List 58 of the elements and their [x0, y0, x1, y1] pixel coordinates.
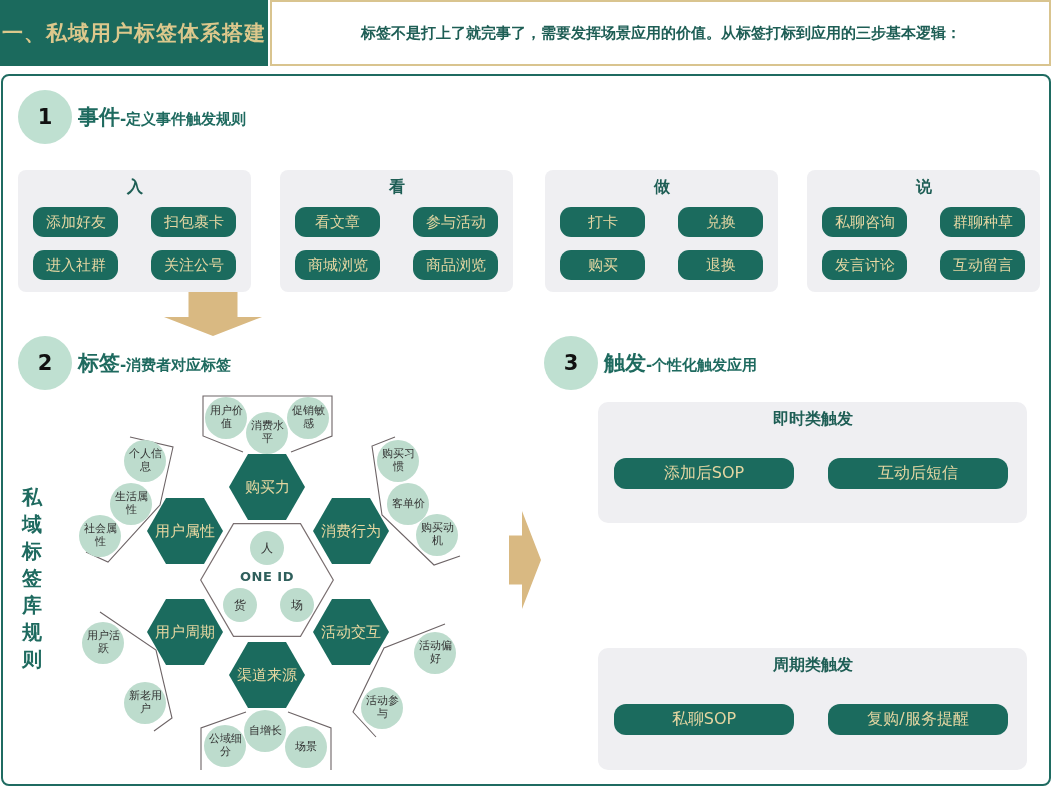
step-heading: 事件-定义事件触发规则 — [78, 104, 247, 131]
tag-circle: 用户价值 — [205, 397, 247, 439]
subtitle-box: 标签不是打上了就完事了，需要发挥场景应用的价值。从标签打标到应用的三步基本逻辑： — [270, 0, 1051, 66]
trigger-pill: 添加后SOP — [614, 458, 794, 489]
tag-circle: 活动参与 — [361, 687, 403, 729]
tag-pill: 购买 — [560, 250, 645, 280]
step-number: 1 — [18, 90, 72, 144]
tag-pill: 发言讨论 — [822, 250, 907, 280]
group-title: 做 — [653, 177, 670, 197]
tag-pill: 商品浏览 — [413, 250, 498, 280]
event-group-panel — [545, 170, 778, 292]
trigger-pill: 互动后短信 — [828, 458, 1008, 489]
tag-pill: 关注公号 — [151, 250, 236, 280]
tag-circle: 消费水平 — [246, 412, 288, 454]
step-heading: 触发-个性化触发应用 — [604, 350, 758, 377]
tag-circle: 社会属性 — [79, 515, 121, 557]
panel-title: 即时类触发 — [772, 409, 853, 429]
tag-circle: 活动偏好 — [414, 632, 456, 674]
tag-circle: 购买习惯 — [377, 440, 419, 482]
tag-circle: 公域细分 — [204, 725, 246, 767]
trigger-panel — [598, 648, 1027, 770]
event-group-panel — [280, 170, 513, 292]
content-frame — [1, 74, 1051, 786]
step-heading: 标签-消费者对应标签 — [78, 350, 232, 377]
tag-pill: 群聊种草 — [940, 207, 1025, 237]
trigger-panel — [598, 402, 1027, 523]
trigger-pill: 复购/服务提醒 — [828, 704, 1008, 735]
tag-pill: 退换 — [678, 250, 763, 280]
tag-pill: 打卡 — [560, 207, 645, 237]
trigger-pill: 私聊SOP — [614, 704, 794, 735]
tag-circle: 用户活跃 — [82, 622, 124, 664]
event-group-panel — [807, 170, 1040, 292]
group-title: 看 — [388, 177, 405, 197]
vertical-label: 私域标签库规则 — [22, 484, 42, 673]
center-label: ONE ID — [240, 568, 294, 586]
tag-pill: 参与活动 — [413, 207, 498, 237]
tag-pill: 进入社群 — [33, 250, 118, 280]
block-arrow — [164, 292, 262, 336]
step-number: 3 — [544, 336, 598, 390]
tag-pill: 私聊咨询 — [822, 207, 907, 237]
tag-circle: 个人信息 — [124, 440, 166, 482]
tag-pill: 扫包裹卡 — [151, 207, 236, 237]
tag-circle: 新老用户 — [124, 682, 166, 724]
panel-title: 周期类触发 — [772, 655, 853, 675]
group-title: 入 — [126, 177, 143, 197]
event-group-panel — [18, 170, 251, 292]
tag-circle: 购买动机 — [416, 514, 458, 556]
tag-pill: 兑换 — [678, 207, 763, 237]
group-title: 说 — [915, 177, 932, 197]
tag-pill: 互动留言 — [940, 250, 1025, 280]
step-number: 2 — [18, 336, 72, 390]
tag-circle: 自增长 — [244, 710, 286, 752]
tag-pill: 看文章 — [295, 207, 380, 237]
tag-pill: 商城浏览 — [295, 250, 380, 280]
tag-circle: 促销敏感 — [287, 397, 329, 439]
title-banner: 一、私域用户标签体系搭建 — [0, 0, 268, 66]
tag-pill: 添加好友 — [33, 207, 118, 237]
tag-circle: 场景 — [285, 726, 327, 768]
